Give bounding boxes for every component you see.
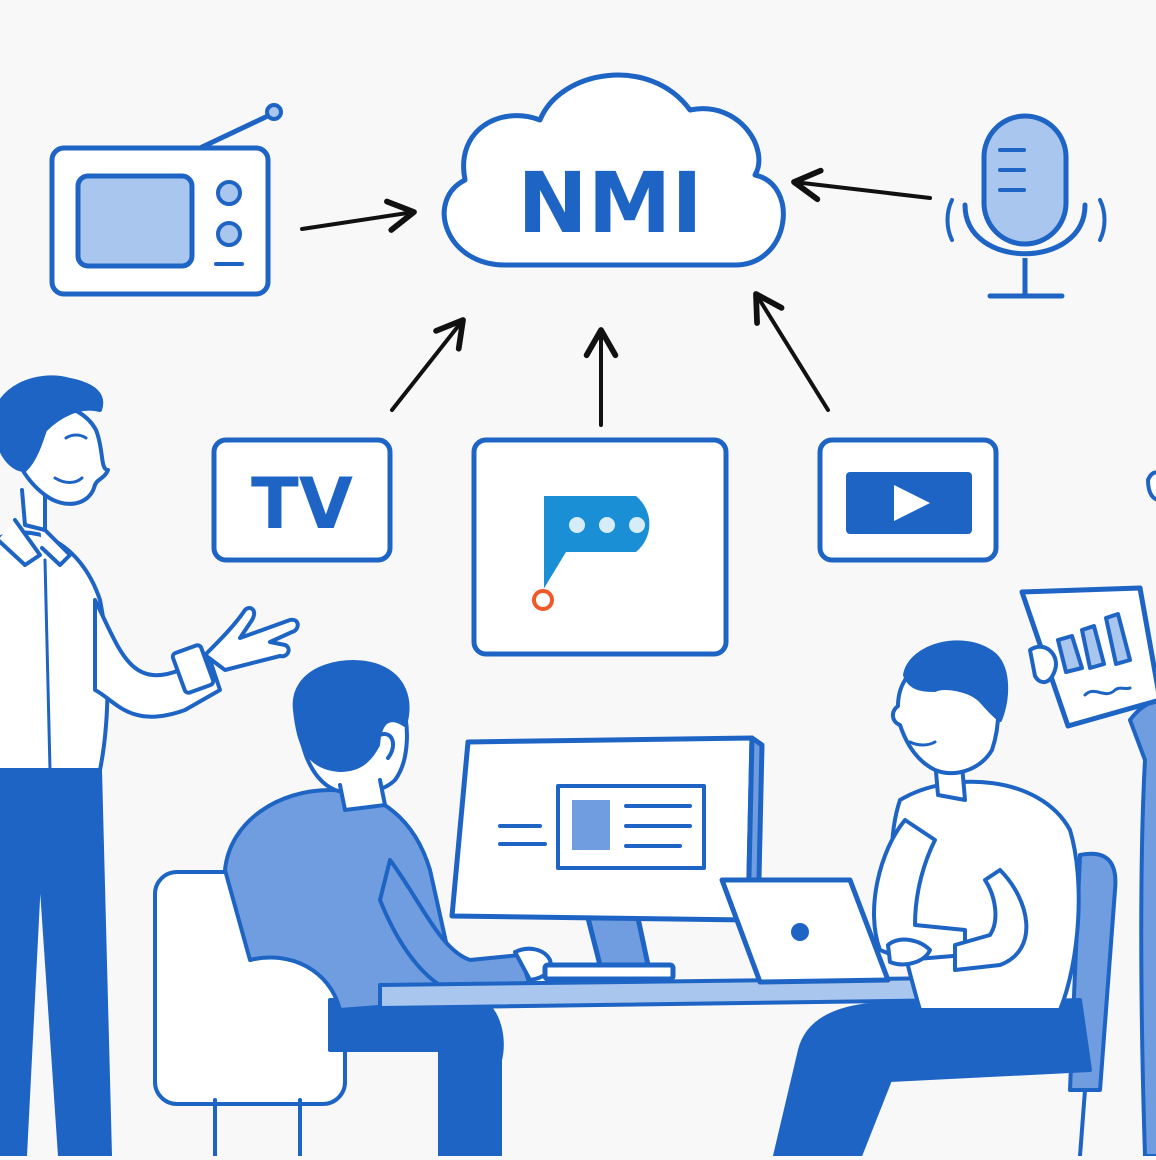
- radio-icon: [49, 103, 283, 297]
- person-with-tablet: [1019, 470, 1156, 1158]
- tv-box: TV: [211, 437, 393, 563]
- laptop-icon: [719, 877, 891, 985]
- microphone-icon: [945, 113, 1107, 299]
- tablet-chart-icon: [1019, 585, 1156, 729]
- arrow-mic-to-cloud: [791, 167, 932, 203]
- seated-man-left: [223, 660, 553, 1158]
- arrow-tv-to-cloud: [390, 317, 466, 412]
- chat-logo-box: [471, 437, 729, 657]
- nmi-cloud: NMI: [441, 72, 786, 268]
- tv-icon: TV: [251, 463, 353, 545]
- cloud-label: NMI: [517, 154, 702, 252]
- flow-arrows: [300, 167, 932, 427]
- standing-presenter: [0, 375, 300, 1158]
- seated-man-right: [773, 640, 1092, 1158]
- arrow-video-to-cloud: [753, 291, 830, 412]
- chat-logo-icon: [532, 496, 650, 611]
- monitor-icon: [449, 735, 765, 982]
- video-box: [817, 437, 999, 563]
- arrow-radio-to-cloud: [300, 198, 417, 233]
- video-play-icon: [894, 485, 930, 521]
